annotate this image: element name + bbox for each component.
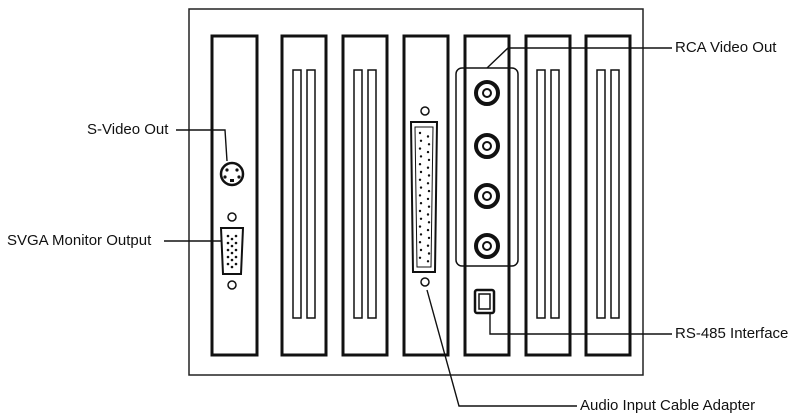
connector-pin [426, 213, 430, 216]
slot-bracket-video [210, 34, 259, 357]
slot-bracket-rca [455, 34, 519, 357]
connector-pin [418, 147, 422, 150]
slot-bracket-audio [402, 34, 450, 357]
leader-rca-video-out [486, 47, 672, 69]
leader-audio-input-cable-adapter [426, 289, 577, 407]
connector-pin [419, 186, 423, 189]
connector-pin [426, 150, 430, 154]
connector-pin [418, 194, 422, 197]
connector-pin [427, 143, 431, 146]
connector-pin [426, 135, 430, 138]
leader-lines [164, 47, 672, 407]
label-s-video-out: S-Video Out [87, 121, 169, 138]
connector-pin [427, 189, 431, 193]
connector-pin [427, 252, 431, 255]
blank-slot-bracket [524, 34, 572, 357]
connector-pin [426, 182, 430, 185]
connector-pin [418, 209, 422, 213]
rs485-port [473, 288, 496, 315]
connector-pin [427, 236, 431, 240]
connector-pin [426, 197, 430, 201]
leader-s-video-out [176, 129, 228, 162]
rca-jack [474, 80, 500, 106]
audio-input-connector [409, 121, 439, 273]
connector-pin [427, 221, 431, 224]
blank-slot-bracket [584, 34, 632, 357]
leader-rs485-interface [489, 312, 672, 335]
rca-jack [474, 183, 500, 209]
screw-hole [420, 277, 430, 287]
blank-slot-bracket [280, 34, 328, 357]
connector-pin [418, 163, 422, 166]
connector-pin [426, 260, 430, 263]
connector-pin [419, 155, 423, 158]
connector-pin [426, 166, 430, 169]
s-video-port [219, 161, 245, 187]
label-svga-monitor-output: SVGA Monitor Output [7, 232, 152, 249]
blank-slot-bracket [341, 34, 389, 357]
screw-hole [420, 106, 430, 116]
connector-pin [426, 244, 430, 247]
connector-pin [419, 217, 423, 220]
label-rs485-interface: RS-485 Interface [675, 325, 789, 342]
connector-pin [419, 139, 423, 142]
label-rca-video-out: RCA Video Out [675, 39, 777, 56]
connector-pin [427, 205, 431, 208]
connector-pin [419, 170, 423, 174]
connector-pin [418, 241, 422, 244]
connector-pin [419, 202, 423, 205]
rca-jack [474, 133, 500, 159]
connector-pin [419, 248, 423, 252]
svga-port [219, 227, 245, 275]
connector-pin [427, 158, 431, 162]
connector-pin [426, 228, 430, 232]
connector-pin [418, 225, 422, 228]
connector-pin [427, 174, 431, 177]
connector-pin [418, 256, 422, 259]
connector-pin [419, 233, 423, 236]
label-audio-input-cable-adapter: Audio Input Cable Adapter [580, 397, 756, 414]
connector-pin [418, 131, 422, 135]
connector-pin [418, 178, 422, 181]
rca-jack [474, 233, 500, 259]
screw-hole [227, 212, 237, 222]
screw-hole [227, 280, 237, 290]
